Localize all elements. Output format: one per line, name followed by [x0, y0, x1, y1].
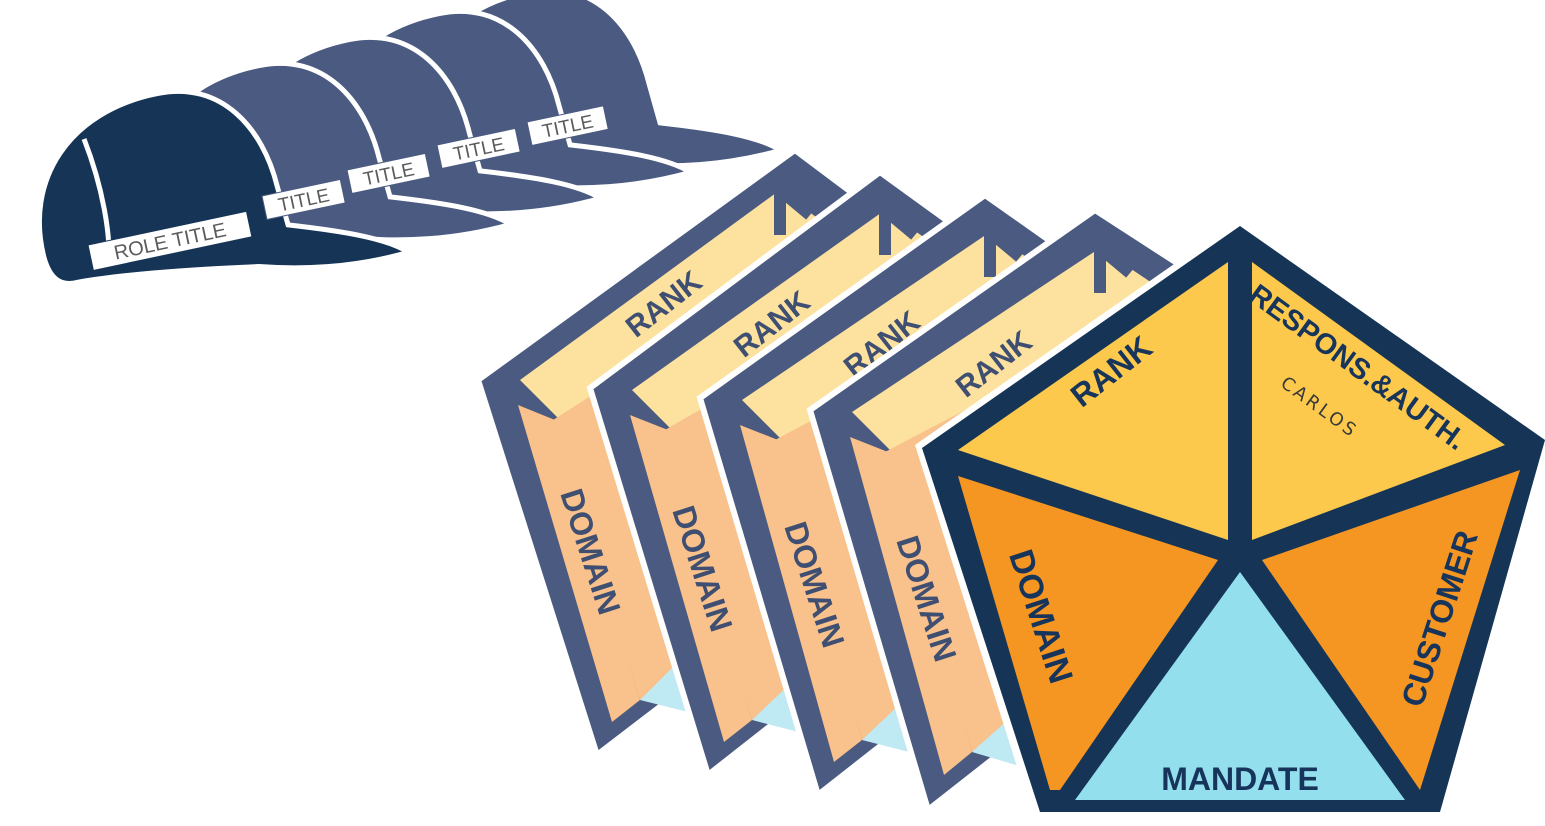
pentagon-stack: RANK DOMAIN RANK DOMAIN RANK DOMAIN — [478, 150, 1545, 817]
mandate-label: MANDATE — [1161, 761, 1319, 797]
